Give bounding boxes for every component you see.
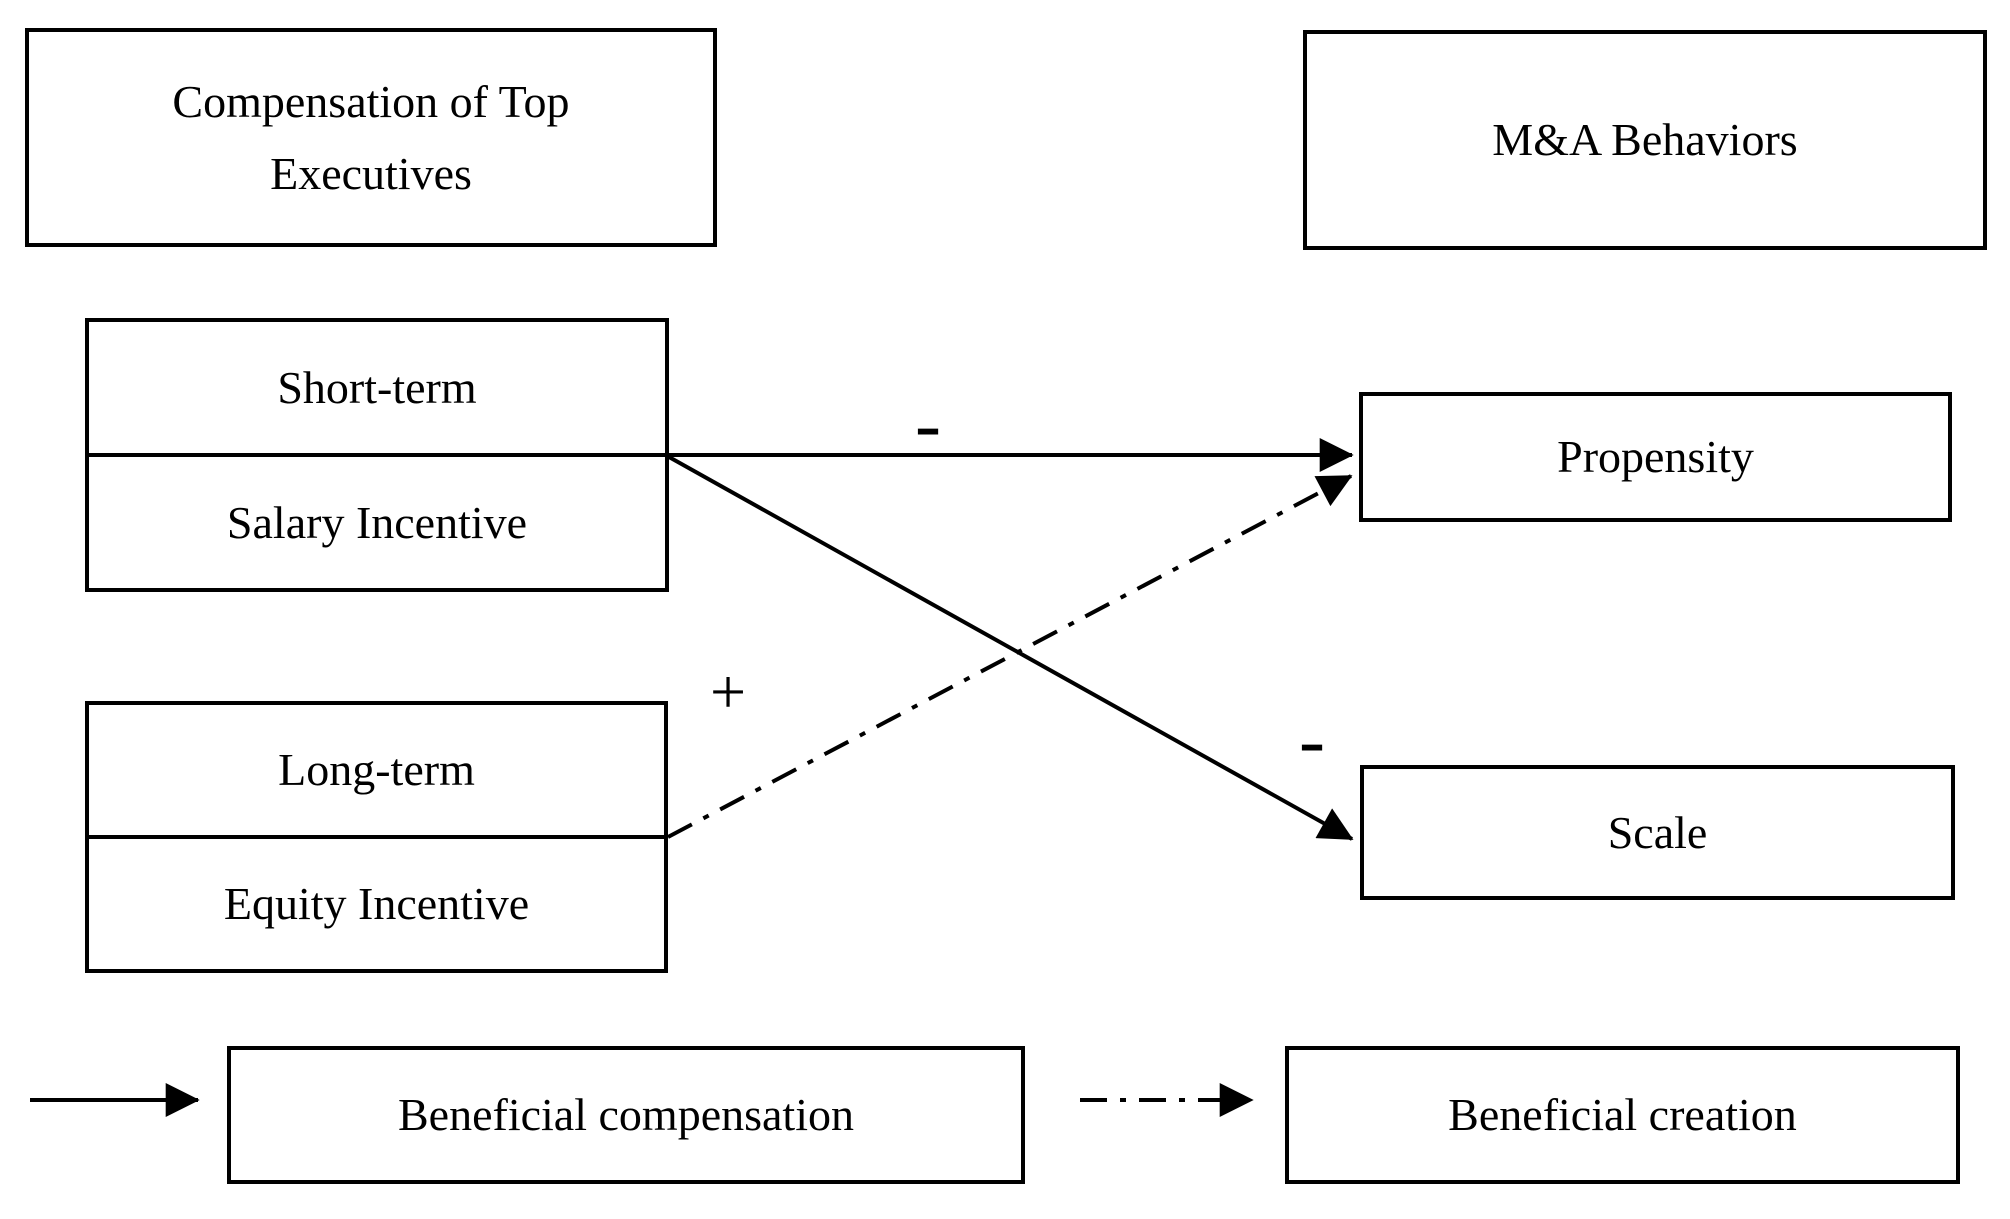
- node-short-term-cell: Short-term: [89, 322, 665, 453]
- edge-sign-equity-to-propensity: +: [709, 656, 747, 727]
- node-scale-label: Scale: [1607, 806, 1708, 858]
- legend-beneficial-creation-label: Beneficial creation: [1448, 1089, 1797, 1141]
- node-scale: Scale: [1360, 765, 1955, 900]
- edge-equity-to-propensity-line: [667, 474, 1353, 839]
- node-compensation-of-top-executives: Compensation of Top Executives: [25, 28, 717, 247]
- legend-beneficial-creation: Beneficial creation: [1285, 1046, 1960, 1184]
- node-ma-behaviors: M&A Behaviors: [1303, 30, 1987, 250]
- edge-sign-salary-to-propensity: -: [915, 380, 941, 467]
- node-salary-incentive-label: Salary Incentive: [226, 496, 528, 548]
- node-short-term-label: Short-term: [277, 361, 477, 413]
- node-long-term-label: Long-term: [278, 744, 475, 796]
- node-compensation-label: Compensation of Top Executives: [172, 76, 570, 199]
- node-long-term-cell: Long-term: [89, 705, 664, 835]
- node-ma-behaviors-label: M&A Behaviors: [1492, 114, 1798, 166]
- edge-sign-salary-to-scale: -: [1299, 696, 1325, 783]
- node-equity-incentive-cell: Equity Incentive: [89, 835, 664, 969]
- node-short-term-salary-incentive: Short-term Salary Incentive: [85, 318, 669, 592]
- legend-beneficial-compensation: Beneficial compensation: [227, 1046, 1025, 1184]
- node-long-term-equity-incentive: Long-term Equity Incentive: [85, 701, 668, 973]
- legend-beneficial-compensation-label: Beneficial compensation: [397, 1089, 854, 1141]
- node-propensity-label: Propensity: [1557, 431, 1754, 483]
- node-equity-incentive-label: Equity Incentive: [223, 878, 530, 930]
- node-propensity: Propensity: [1359, 392, 1952, 522]
- edge-salary-to-scale-line: [668, 455, 1354, 841]
- node-salary-incentive-cell: Salary Incentive: [89, 453, 665, 588]
